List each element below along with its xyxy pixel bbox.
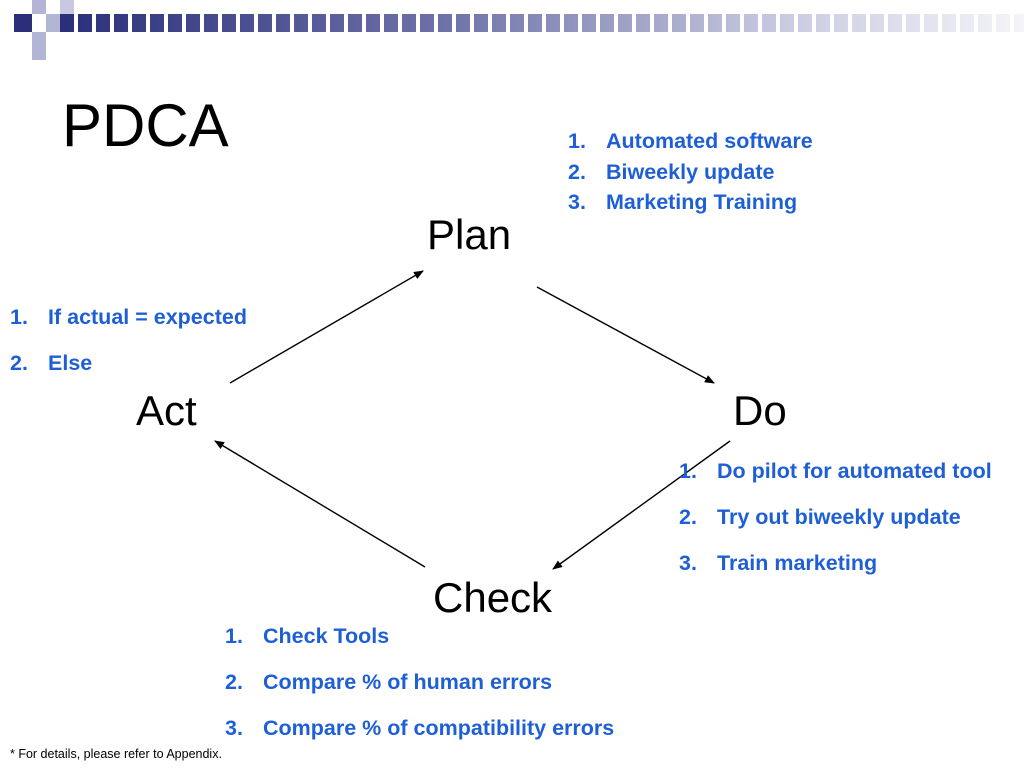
list-item-text: Compare % of compatibility errors — [263, 716, 615, 740]
list-item: 1. Do pilot for automated tool — [679, 456, 992, 486]
slide-title: PDCA — [62, 92, 229, 159]
slide-header-decoration — [0, 0, 1024, 64]
list-item-number: 2. — [225, 670, 243, 694]
header-square-light — [32, 32, 46, 46]
header-square-light — [46, 14, 60, 32]
act-node-label: Act — [136, 387, 197, 434]
list-item-text: Try out biweekly update — [717, 505, 961, 529]
list-item: 1. Automated software — [568, 127, 868, 158]
act-steps-list: 1. If actual = expected 2. Else — [10, 303, 310, 395]
list-item: 3. Compare % of compatibility errors — [225, 714, 705, 760]
list-item-number: 1. — [10, 305, 28, 329]
arrow-act-to-plan — [229, 270, 424, 384]
list-item-number: 2. — [10, 351, 28, 375]
list-item: 1. If actual = expected — [10, 303, 310, 349]
check-steps-list: 1. Check Tools 2. Compare % of human error… — [225, 622, 705, 760]
list-item-text: If actual = expected — [48, 305, 247, 329]
list-item-text: Automated software — [606, 129, 813, 153]
header-gradient-bar — [60, 14, 1024, 32]
list-item-text: Do pilot for automated tool — [717, 459, 992, 483]
footnote: * For details, please refer to Appendix. — [10, 747, 222, 761]
arrow-check-to-act — [214, 440, 426, 568]
list-item: 2. Try out biweekly update — [679, 502, 1019, 532]
list-item: 1. Check Tools — [225, 622, 705, 668]
list-item: 3. Marketing Training — [568, 188, 868, 219]
list-item-text: Biweekly update — [606, 159, 775, 184]
list-item-number: 3. — [679, 551, 697, 575]
check-node-label: Check — [433, 574, 553, 621]
list-item: 2. Compare % of human errors — [225, 668, 705, 714]
list-item-number: 3. — [568, 190, 586, 214]
list-item-text: Marketing Training — [606, 190, 798, 214]
list-item-number: 1. — [225, 624, 243, 648]
list-item: 2. Else — [10, 349, 310, 395]
list-item: 3. Train marketing — [679, 548, 1019, 578]
list-item-number: 2. — [679, 505, 697, 529]
plan-node-label: Plan — [427, 211, 512, 258]
list-item-text: Else — [48, 351, 93, 375]
arrow-do-to-check — [552, 440, 731, 570]
header-square-dark — [14, 14, 32, 32]
list-item-number: 3. — [225, 716, 243, 740]
arrow-plan-to-do — [536, 286, 715, 384]
do-node-label: Do — [733, 387, 787, 434]
do-steps-list: 1. Do pilot for automated tool 2. Try out … — [679, 456, 1019, 594]
list-item-number: 1. — [679, 459, 697, 483]
header-square-light — [32, 46, 46, 60]
header-square-light — [32, 0, 46, 14]
list-item-text: Compare % of human errors — [263, 670, 553, 694]
list-item: 2. Biweekly update — [568, 158, 868, 189]
plan-steps-list: 1. Automated software 2. Biweekly update 3… — [568, 127, 868, 219]
list-item-text: Check Tools — [263, 624, 390, 648]
list-item-text: Train marketing — [717, 551, 878, 575]
list-item-number: 1. — [568, 129, 586, 153]
header-square-light — [60, 0, 74, 14]
list-item-number: 2. — [568, 159, 586, 184]
